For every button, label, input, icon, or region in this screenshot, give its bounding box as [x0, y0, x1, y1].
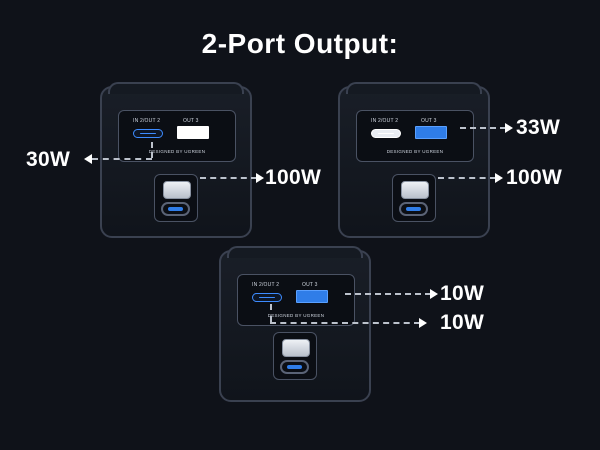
usb-c-port-active-icon — [252, 293, 282, 302]
usb-a-port-active-icon — [296, 290, 328, 303]
charger-device-1: IN 2/OUT 2 OUT 3 DESIGNED BY UGREEN — [100, 82, 252, 238]
page-title: 2-Port Output: — [201, 28, 399, 59]
cable-port-housing — [154, 174, 198, 222]
port-label-in-out: IN 2/OUT 2 — [252, 282, 280, 288]
connector-line — [438, 177, 496, 179]
usb-c-socket-icon — [161, 202, 190, 216]
port-label-out: OUT 3 — [183, 118, 199, 124]
arrow-right-icon — [495, 173, 503, 183]
cable-port-housing — [273, 332, 317, 380]
connector-line — [200, 177, 257, 179]
power-callout-d3-bottom: 10W — [440, 311, 485, 334]
cable-plug-icon — [163, 181, 191, 199]
arrow-right-icon — [430, 289, 438, 299]
usb-a-port-active-icon — [415, 126, 447, 139]
port-panel: IN 2/OUT 2 OUT 3 DESIGNED BY UGREEN — [237, 274, 355, 326]
connector-line — [92, 158, 152, 160]
port-label-in-out: IN 2/OUT 2 — [371, 118, 399, 124]
cable-port-housing — [392, 174, 436, 222]
device-top-edge — [108, 82, 244, 94]
connector-line — [345, 293, 431, 295]
power-callout-d2-bottom: 100W — [506, 166, 563, 189]
port-panel: IN 2/OUT 2 OUT 3 DESIGNED BY UGREEN — [356, 110, 474, 162]
branding-text: DESIGNED BY UGREEN — [148, 149, 206, 154]
usb-c-socket-icon — [399, 202, 428, 216]
cable-plug-icon — [401, 181, 429, 199]
usb-a-port-icon — [177, 126, 209, 139]
cable-plug-icon — [282, 339, 310, 357]
arrow-left-icon — [84, 154, 92, 164]
port-label-out: OUT 3 — [302, 282, 318, 288]
device-top-edge — [346, 82, 482, 94]
power-callout-d3-top: 10W — [440, 282, 485, 305]
connector-line — [270, 322, 420, 324]
arrow-right-icon — [505, 123, 513, 133]
branding-text: DESIGNED BY UGREEN — [267, 313, 325, 318]
power-callout-d1-right: 100W — [265, 166, 322, 189]
charger-device-3: IN 2/OUT 2 OUT 3 DESIGNED BY UGREEN — [219, 246, 371, 402]
arrow-right-icon — [256, 173, 264, 183]
usb-c-port-icon — [371, 129, 401, 138]
power-callout-d2-top: 33W — [516, 116, 561, 139]
connector-line — [460, 127, 506, 129]
device-top-edge — [227, 246, 363, 258]
branding-text: DESIGNED BY UGREEN — [386, 149, 444, 154]
arrow-right-icon — [419, 318, 427, 328]
connector-line — [151, 142, 153, 158]
usb-c-socket-icon — [280, 360, 309, 374]
power-callout-d1-left: 30W — [26, 148, 71, 171]
charger-device-2: IN 2/OUT 2 OUT 3 DESIGNED BY UGREEN — [338, 82, 490, 238]
usb-c-port-active-icon — [133, 129, 163, 138]
port-panel: IN 2/OUT 2 OUT 3 DESIGNED BY UGREEN — [118, 110, 236, 162]
port-label-in-out: IN 2/OUT 2 — [133, 118, 161, 124]
connector-line — [270, 304, 272, 322]
port-label-out: OUT 3 — [421, 118, 437, 124]
